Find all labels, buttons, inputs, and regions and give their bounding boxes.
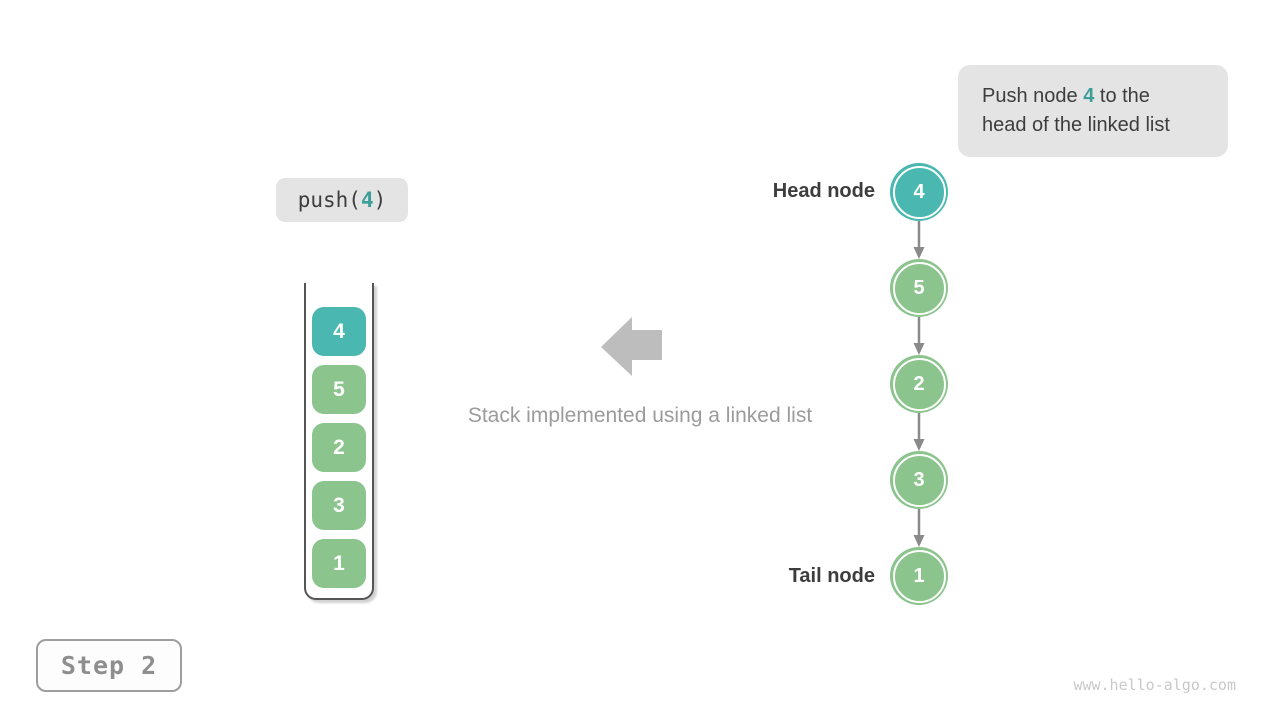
list-node-2: 2 <box>890 355 948 413</box>
list-node-value: 5 <box>892 261 946 315</box>
tail-node-label: Tail node <box>788 565 875 587</box>
list-node-4: 4 <box>890 163 948 221</box>
push-callout: Push node 4 to the head of the linked li… <box>958 65 1228 157</box>
stack-node-1: 1 <box>312 539 366 588</box>
code-text: ) <box>373 188 387 212</box>
callout-text: Push node <box>982 85 1084 107</box>
push-code-label: push(4) <box>276 178 408 222</box>
stack-container: 4 5 2 3 1 <box>304 283 374 600</box>
code-text: push( <box>297 188 361 212</box>
arrow-down-icon <box>913 221 925 259</box>
watermark: www.hello-algo.com <box>1073 676 1236 694</box>
list-node-value: 1 <box>892 549 946 603</box>
stack-node-4: 4 <box>312 307 366 356</box>
head-node-label: Head node <box>772 180 875 202</box>
callout-highlight-value: 4 <box>1083 85 1095 107</box>
arrow-down-icon <box>913 317 925 355</box>
list-node-value: 2 <box>892 357 946 411</box>
list-node-3: 3 <box>890 451 948 509</box>
stack-caption: Stack implemented using a linked list <box>467 404 813 427</box>
code-highlight-value: 4 <box>360 188 374 212</box>
list-node-5: 5 <box>890 259 948 317</box>
list-node-value: 3 <box>892 453 946 507</box>
arrow-down-icon <box>913 509 925 547</box>
stack-node-2: 2 <box>312 423 366 472</box>
arrow-down-icon <box>913 413 925 451</box>
push-callout-line1: Push node 4 to the <box>982 82 1218 111</box>
push-callout-line2: head of the linked list <box>982 114 1170 136</box>
left-block-arrow-icon <box>601 317 662 376</box>
list-node-1: 1 <box>890 547 948 605</box>
stack-node-5: 5 <box>312 365 366 414</box>
stack-node-3: 3 <box>312 481 366 530</box>
callout-text: to the <box>1094 85 1150 107</box>
list-node-value: 4 <box>892 165 946 219</box>
step-badge: Step 2 <box>36 639 182 692</box>
